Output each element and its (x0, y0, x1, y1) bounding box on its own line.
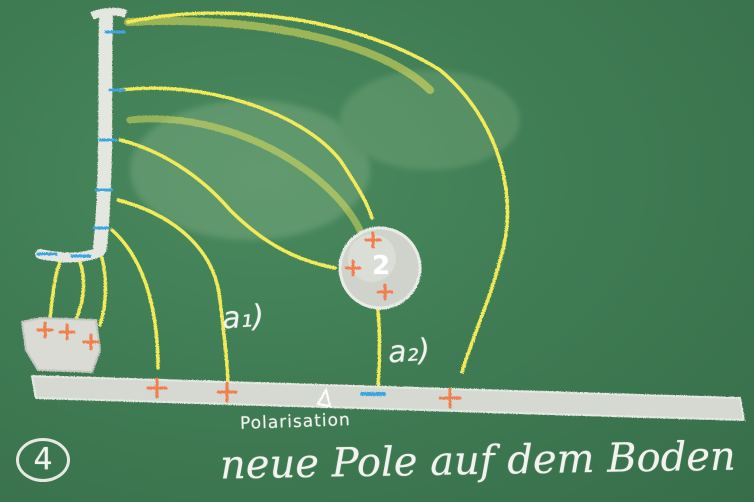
blue-marks (36, 30, 126, 258)
ground-bar (30, 374, 746, 422)
field-line (376, 308, 382, 390)
field-line (126, 115, 364, 234)
field-lines (48, 11, 510, 392)
chalk-smudges (130, 70, 520, 240)
label-a1: a₁) (220, 298, 266, 337)
item-number: 4 (16, 438, 70, 482)
caption-new-poles: neue Pole auf dem Boden (219, 433, 737, 489)
sphere-plus-charges (344, 231, 394, 301)
field-line (116, 198, 230, 392)
field-line (118, 86, 374, 220)
label-a2: a₂) (386, 332, 432, 371)
caption-polarisation: Polarisation (239, 410, 352, 434)
field-line (98, 256, 108, 327)
ground-plus-charges (146, 377, 462, 409)
field-line (126, 11, 510, 374)
charged-sphere (338, 226, 422, 310)
arrow-pointer (316, 387, 332, 408)
field-line (118, 138, 337, 270)
field-line (48, 260, 62, 320)
plus-charges (36, 321, 100, 351)
field-line (74, 260, 86, 322)
field-line (110, 228, 160, 370)
charged-rod (35, 7, 128, 263)
small-charged-block (20, 316, 102, 374)
sphere-number: 2 (372, 251, 391, 281)
field-line (124, 16, 434, 94)
